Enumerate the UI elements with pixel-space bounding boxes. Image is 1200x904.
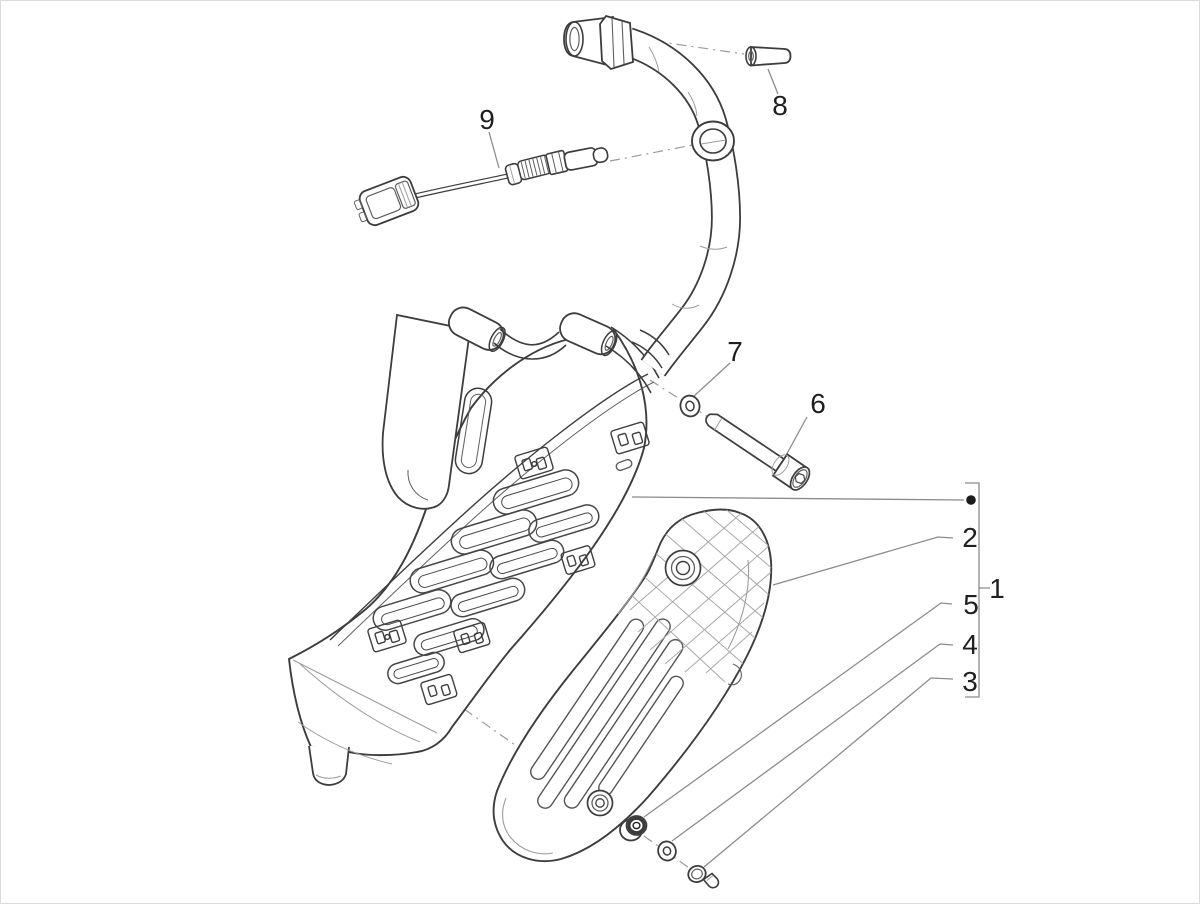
callout-8: 8 [772, 90, 788, 121]
exhaust-pipe [563, 14, 742, 377]
assembly-axis-lines [463, 37, 745, 885]
button-screw [687, 865, 720, 889]
socket-head-bolt [705, 413, 811, 491]
bracket-bushing-rear [559, 312, 618, 357]
callout-9: 9 [479, 104, 495, 135]
heat-shield [492, 508, 773, 863]
callout-7: 7 [727, 336, 743, 367]
silencer-body [287, 306, 660, 786]
callout-6: 6 [810, 388, 826, 419]
sensor-port [691, 120, 735, 162]
spacer-bush [745, 46, 792, 67]
callout-2: 2 [962, 522, 978, 553]
callout-5: 5 [963, 589, 979, 620]
callouts: 1 2 3 4 5 6 7 8 9 [479, 90, 1005, 697]
shield-upper-boss [664, 549, 702, 587]
small-washer [679, 394, 701, 418]
spacer-sleeve [619, 815, 648, 842]
group-bracket [965, 482, 990, 698]
callout-4: 4 [962, 629, 978, 660]
pipe-inlet-fitting [563, 14, 634, 71]
sensor-body [563, 147, 609, 171]
shield-clips [367, 421, 650, 706]
bracket-bushing-front [447, 306, 506, 352]
callout-1: 1 [989, 573, 1005, 604]
hex-socket [794, 472, 806, 485]
group-dot [966, 495, 976, 505]
mounting-bracket [381, 306, 660, 510]
vent-slots [372, 469, 600, 685]
lambda-sensor [353, 147, 609, 227]
shield-ribs [529, 618, 684, 809]
shield-lower-boss [586, 789, 614, 817]
sensor-connector [353, 175, 420, 227]
exhaust-tip [308, 745, 350, 786]
callout-3: 3 [962, 666, 978, 697]
leader-lines [488, 68, 990, 868]
plain-washer [657, 840, 677, 862]
